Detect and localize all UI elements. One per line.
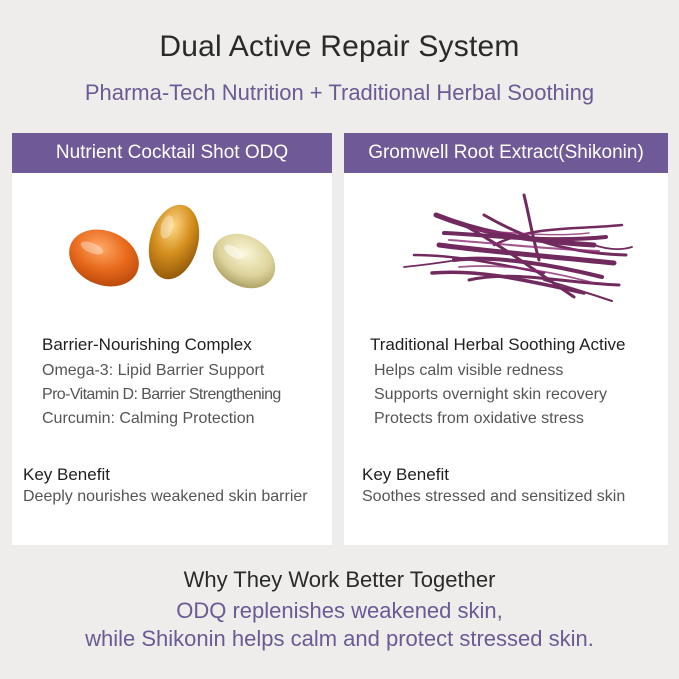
list-item: Protects from oxidative stress [374, 410, 584, 427]
key-benefit-text-odq: Deeply nourishes weakened skin barrier [23, 488, 308, 505]
key-benefit-text-shikonin: Soothes stressed and sensitized skin [362, 488, 626, 505]
feature-title-shikonin: Traditional Herbal Soothing Active [370, 335, 626, 354]
key-benefit-title-odq: Key Benefit [23, 465, 110, 484]
page-subtitle: Pharma-Tech Nutrition + Traditional Herb… [84, 80, 595, 105]
card-header-shikonin: Gromwell Root Extract(Shikonin) [344, 133, 668, 173]
footer-line-2: while Shikonin helps calm and protect st… [85, 626, 594, 651]
list-item: Omega-3: Lipid Barrier Support [42, 362, 265, 379]
list-item: Helps calm visible redness [374, 362, 564, 379]
feature-list-odq: Omega-3: Lipid Barrier Support Pro-Vitam… [42, 359, 281, 431]
list-item: Pro-Vitamin D: Barrier Strengthening [42, 386, 281, 403]
feature-list-shikonin: Helps calm visible redness Supports over… [374, 359, 607, 431]
list-item: Curcumin: Calming Protection [42, 410, 255, 427]
feature-title-odq: Barrier-Nourishing Complex [42, 335, 252, 354]
card-header-odq: Nutrient Cocktail Shot ODQ [12, 133, 332, 173]
softgel-capsules-image [69, 204, 276, 289]
pale-capsule [212, 233, 276, 289]
orange-capsule [69, 229, 139, 287]
footer-title: Why They Work Better Together [183, 567, 496, 592]
amber-capsule [148, 204, 200, 280]
card-odq: Nutrient Cocktail Shot ODQ Ba [12, 133, 332, 545]
list-item: Supports overnight skin recovery [374, 386, 607, 403]
gromwell-root-image [403, 193, 633, 302]
key-benefit-title-shikonin: Key Benefit [362, 465, 449, 484]
page-title: Dual Active Repair System [159, 30, 520, 63]
footer-line-1: ODQ replenishes weakened skin, [176, 598, 503, 623]
card-shikonin: Gromwell Root Extract(Shikonin) Traditio… [344, 133, 668, 545]
